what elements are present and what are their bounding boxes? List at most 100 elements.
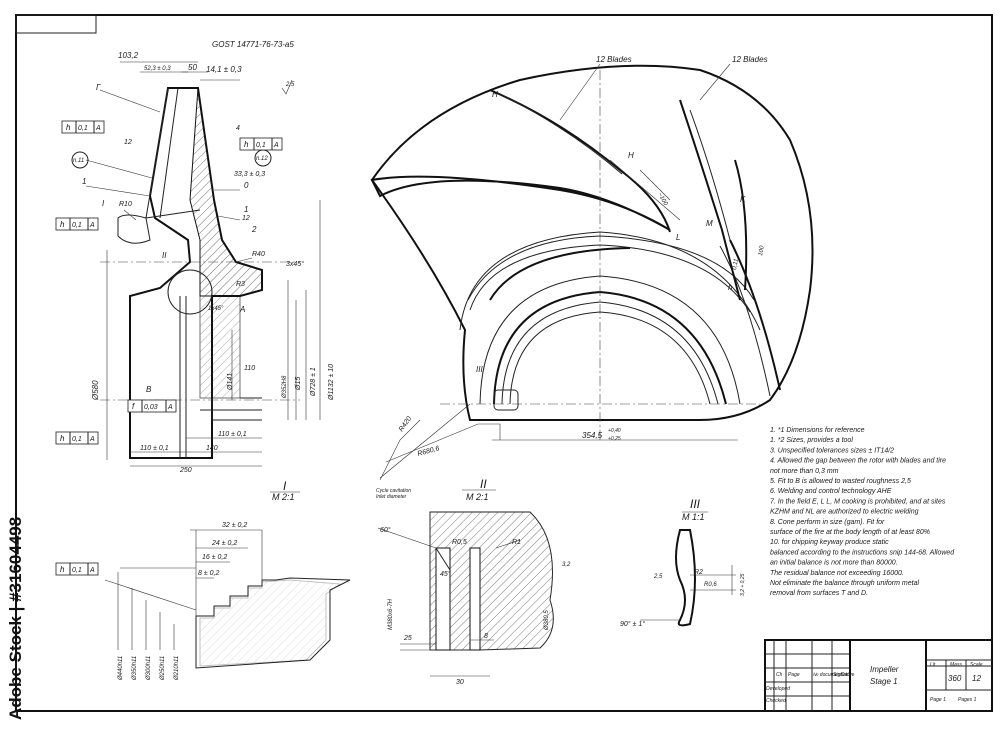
svg-text:0,1: 0,1 <box>78 125 88 132</box>
main-section-view <box>85 61 321 467</box>
label-1-leader: 1 <box>82 177 86 186</box>
detail-i-d350: Ø350h11 <box>132 656 138 681</box>
dim-354: 354,5 <box>582 431 603 440</box>
detail-ii-r1: R1 <box>512 539 521 546</box>
tb-mass: 360 <box>948 674 962 683</box>
detail-ii-380: Ø380,5 <box>544 610 550 631</box>
dim-011: 0,11 <box>732 258 740 270</box>
tb-name-1: Impeller <box>870 665 899 674</box>
svg-text:f: f <box>132 402 135 411</box>
svg-text:h: h <box>66 123 71 132</box>
r3: R3 <box>236 281 245 288</box>
tolerance-frame-5: h 0,1 A <box>55 431 99 445</box>
corner-stamp <box>15 14 97 34</box>
r40: R40 <box>252 251 265 258</box>
svg-text:0,1: 0,1 <box>72 436 82 443</box>
detail-iii-90: 90° ± 1° <box>620 620 645 628</box>
dim-3x45: 3x45° <box>286 260 304 268</box>
note-line: not more than 0,3 mm <box>770 468 839 475</box>
detail-iii-r06: R0,6 <box>704 582 717 588</box>
dim-52: 52,3 ± 0,3 <box>144 66 171 72</box>
detail-ii-8: 8 <box>484 633 488 640</box>
tolerance-frame-1: h 0,1 A <box>61 120 105 134</box>
tb-col-page: Page <box>788 672 800 678</box>
note-line: 8. Cone perform in size (gam). Fit for <box>770 519 885 526</box>
detail-i-32: 32 ± 0,2 <box>222 522 247 529</box>
svg-text:A: A <box>89 567 95 574</box>
note-line: 6. Welding and control technology AHE <box>770 488 892 495</box>
dim-50: 50 <box>188 63 197 72</box>
dim-100b: 100 <box>758 245 766 257</box>
note-line: surface of the fire at the body length o… <box>770 529 930 536</box>
note-line: 5. Fit to B is allowed to wasted roughne… <box>770 478 911 485</box>
detail-i-d440: Ø440h11 <box>118 656 124 681</box>
dim-14: 14,1 ± 0,3 <box>206 65 242 74</box>
label-i: I <box>102 199 105 208</box>
tolerance-frame-2: h 0,1 A <box>239 137 283 151</box>
detail-i-16: 16 ± 0,2 <box>202 554 227 561</box>
detail-iii-title: III <box>690 497 701 511</box>
label-2: 2 <box>251 225 257 234</box>
dim-103: 103,2 <box>118 51 139 60</box>
svg-text:0,1: 0,1 <box>256 142 266 149</box>
section-m: M <box>706 219 713 228</box>
note-line: The residual balance not exceeding 16000… <box>770 570 904 577</box>
detail-ii-45: 45° <box>440 570 451 578</box>
svg-text:A: A <box>95 125 101 132</box>
svg-text:h: h <box>244 140 249 149</box>
section-k: K <box>740 195 746 204</box>
detail-i-d210: Ø210h11 <box>174 656 180 681</box>
detail-iii-r2: R2 <box>694 569 703 576</box>
dim-728: Ø728 ± 1 <box>310 367 317 397</box>
dim-4: 4 <box>236 125 240 132</box>
svg-text:h: h <box>60 565 65 574</box>
dim-141: Ø141 <box>227 373 234 391</box>
dim-110b: 110 ± 0,1 <box>140 445 169 452</box>
section-h2: H <box>628 151 634 160</box>
detail-i-8: 8 ± 0,2 <box>198 570 219 577</box>
cycle-note-1: Cycle cavitation <box>376 488 411 494</box>
svg-text:h: h <box>60 434 65 443</box>
section-h: H <box>492 90 498 99</box>
dim-33: 33,3 ± 0,3 <box>234 171 265 178</box>
detail-i-24: 24 ± 0,2 <box>211 540 237 547</box>
dim-1132: Ø1132 ± 10 <box>328 364 335 401</box>
tolerance-frame-3: h 0,1 A <box>55 217 99 231</box>
dim-354-tol-dn: +0,25 <box>608 436 621 442</box>
svg-text:h: h <box>60 220 65 229</box>
cycle-note-2: Inlet diameter <box>376 494 407 500</box>
label-0: 0 <box>244 181 249 190</box>
dim-100a: ~100 <box>656 192 668 207</box>
title-block <box>764 639 993 712</box>
tb-sheet: Page 1 <box>930 697 946 703</box>
blades-label-2: 12 Blades <box>732 55 768 64</box>
dim-12a: 12 <box>124 139 132 146</box>
dim-r680: R680,6 <box>417 445 441 458</box>
dim-r420: R420 <box>398 415 413 433</box>
dim-354-tol-up: +0,40 <box>608 428 621 434</box>
note-line: removal from surfaces T and D. <box>770 590 868 597</box>
note-line: an initial balance is not more than 8000… <box>770 560 898 567</box>
note-line: 3. Unspecified tolerances sizes ± IT14/2 <box>770 447 894 454</box>
tolerance-frame-6: h 0,1 A <box>55 562 99 576</box>
r10: R10 <box>119 201 132 208</box>
callout-n12: n.12 <box>256 156 268 162</box>
dim-15: Ø15 <box>295 377 302 391</box>
detail-i <box>104 491 351 669</box>
section-l: L <box>676 233 680 242</box>
note-line: 10. for chipping keyway produce static <box>770 539 889 546</box>
detail-ii-30: 30 <box>456 679 464 686</box>
dim-1x45: 1x45° <box>208 306 224 312</box>
section-h3: h <box>728 283 733 292</box>
tb-row-developed: Developed <box>766 686 790 692</box>
tb-scale-hdr: Scale <box>970 662 983 668</box>
section-iii: III <box>476 365 483 374</box>
adobe-stock-watermark: Adobe Stock | #31604498 <box>2 500 25 720</box>
dim-110a: 110 ± 0,1 <box>218 431 247 438</box>
tb-col-sign: Signature <box>833 672 855 678</box>
dim-12b: 12 <box>242 215 250 222</box>
detail-ii-25: 25 <box>403 635 412 642</box>
impeller-view <box>370 63 814 481</box>
